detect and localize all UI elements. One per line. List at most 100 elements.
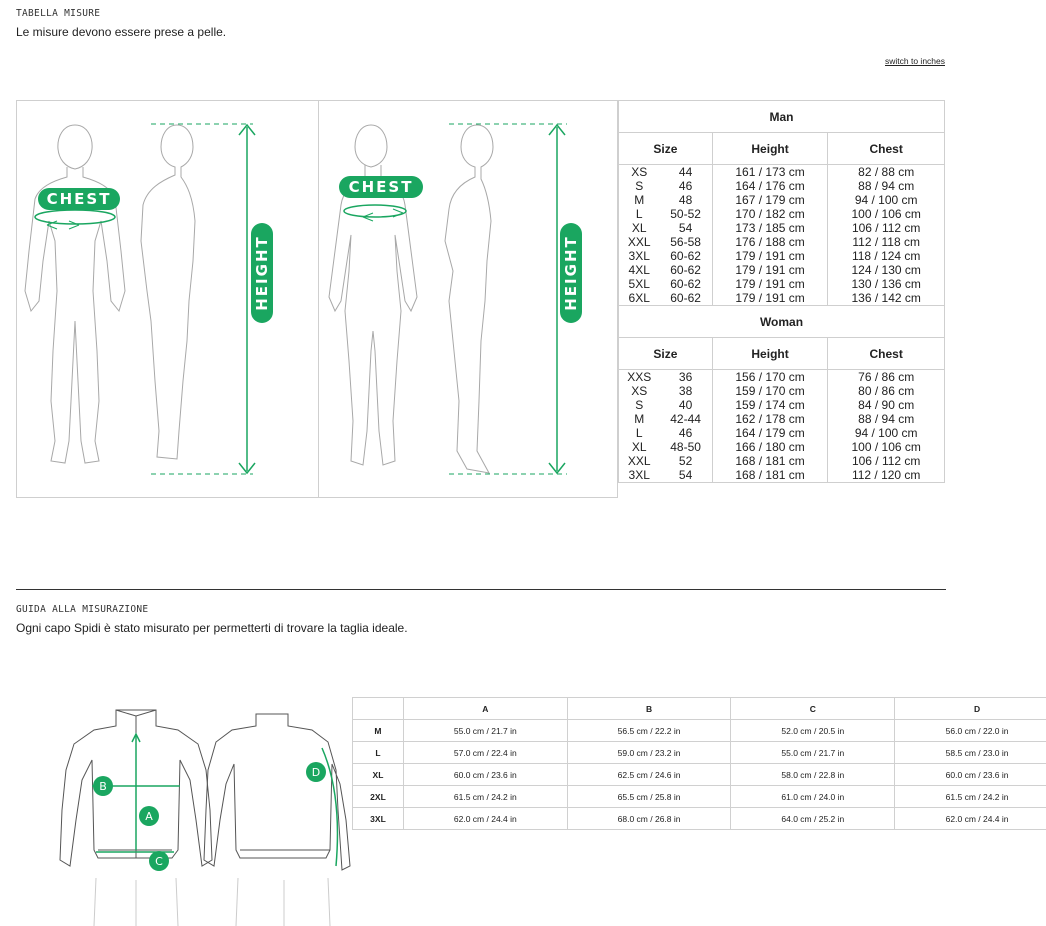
size-label: XXS — [618, 369, 660, 384]
guide-measure-cell: 65.5 cm / 25.8 in — [566, 785, 732, 808]
guide-measure-cell: 60.0 cm / 23.6 in — [894, 763, 1046, 786]
guide-measure-cell: 55.0 cm / 21.7 in — [402, 719, 568, 742]
chest-range: 100 / 106 cm — [827, 440, 945, 454]
size-number: 48 — [659, 193, 713, 207]
marker-d: D — [306, 762, 326, 782]
man-height-header: Height — [711, 132, 829, 165]
guide-size-label: 3XL — [352, 807, 404, 830]
size-label: 3XL — [618, 249, 660, 263]
man-table-title: Man — [618, 100, 945, 133]
marker-d-label: D — [312, 766, 320, 779]
man-size-header: Size — [618, 132, 713, 165]
woman-table-title: Woman — [618, 305, 945, 338]
chest-range: 136 / 142 cm — [827, 291, 945, 306]
size-number: 60-62 — [659, 263, 713, 277]
height-range: 156 / 170 cm — [711, 369, 829, 384]
height-range: 166 / 180 cm — [711, 440, 829, 454]
size-number: 36 — [659, 369, 713, 384]
size-number: 48-50 — [659, 440, 713, 454]
switch-to-inches-link[interactable]: switch to inches — [885, 56, 945, 66]
guide-measure-cell: 56.5 cm / 22.2 in — [566, 719, 732, 742]
size-number: 42-44 — [659, 412, 713, 426]
height-range: 170 / 182 cm — [711, 207, 829, 221]
size-number: 46 — [659, 426, 713, 440]
height-range: 162 / 178 cm — [711, 412, 829, 426]
size-number: 50-52 — [659, 207, 713, 221]
guide-header-b: B — [566, 697, 732, 720]
woman-size-header: Size — [618, 337, 713, 370]
chest-range: 82 / 88 cm — [827, 164, 945, 179]
size-chart-title: TABELLA MISURE — [16, 8, 101, 19]
man-chest-marker: CHEST — [34, 188, 120, 230]
size-label: M — [618, 193, 660, 207]
chest-range: 94 / 100 cm — [827, 193, 945, 207]
size-label: 6XL — [618, 291, 660, 306]
jacket-measure-lines — [92, 732, 339, 867]
size-chart-subtitle: Le misure devono essere prese a pelle. — [16, 25, 227, 39]
chest-range: 80 / 86 cm — [827, 384, 945, 398]
marker-b: B — [93, 776, 113, 796]
woman-side-silhouette — [444, 124, 494, 474]
guide-measure-cell: 56.0 cm / 22.0 in — [894, 719, 1046, 742]
section-divider — [16, 589, 946, 590]
guide-size-label: M — [352, 719, 404, 742]
height-range: 164 / 179 cm — [711, 426, 829, 440]
marker-b-label: B — [99, 780, 107, 793]
size-label: 3XL — [618, 468, 660, 483]
height-range: 179 / 191 cm — [711, 249, 829, 263]
height-range: 167 / 179 cm — [711, 193, 829, 207]
guide-measure-cell: 60.0 cm / 23.6 in — [402, 763, 568, 786]
size-label: S — [618, 398, 660, 412]
guide-size-label: 2XL — [352, 785, 404, 808]
measurement-figures: CHEST HEIGHT CHEST — [16, 100, 618, 498]
man-figure-panel: CHEST HEIGHT — [24, 123, 273, 475]
size-label: L — [618, 426, 660, 440]
size-number: 60-62 — [659, 291, 713, 306]
chest-range: 112 / 120 cm — [827, 468, 945, 483]
size-label: 4XL — [618, 263, 660, 277]
size-label: S — [618, 179, 660, 193]
marker-a-label: A — [145, 810, 153, 823]
chest-range: 112 / 118 cm — [827, 235, 945, 249]
chest-range: 88 / 94 cm — [827, 179, 945, 193]
size-label: XL — [618, 440, 660, 454]
size-label: XXL — [618, 454, 660, 468]
size-number: 46 — [659, 179, 713, 193]
height-range: 179 / 191 cm — [711, 263, 829, 277]
chest-range: 130 / 136 cm — [827, 277, 945, 291]
chest-range: 124 / 130 cm — [827, 263, 945, 277]
height-range: 168 / 181 cm — [711, 454, 829, 468]
pants-outline — [93, 877, 331, 926]
chest-range: 84 / 90 cm — [827, 398, 945, 412]
guide-measure-cell: 59.0 cm / 23.2 in — [566, 741, 732, 764]
height-range: 173 / 185 cm — [711, 221, 829, 235]
size-number: 60-62 — [659, 249, 713, 263]
guide-title: GUIDA ALLA MISURAZIONE — [16, 604, 149, 615]
height-range: 164 / 176 cm — [711, 179, 829, 193]
size-label: M — [618, 412, 660, 426]
size-label: XS — [618, 384, 660, 398]
size-number: 56-58 — [659, 235, 713, 249]
marker-a: A — [139, 806, 159, 826]
